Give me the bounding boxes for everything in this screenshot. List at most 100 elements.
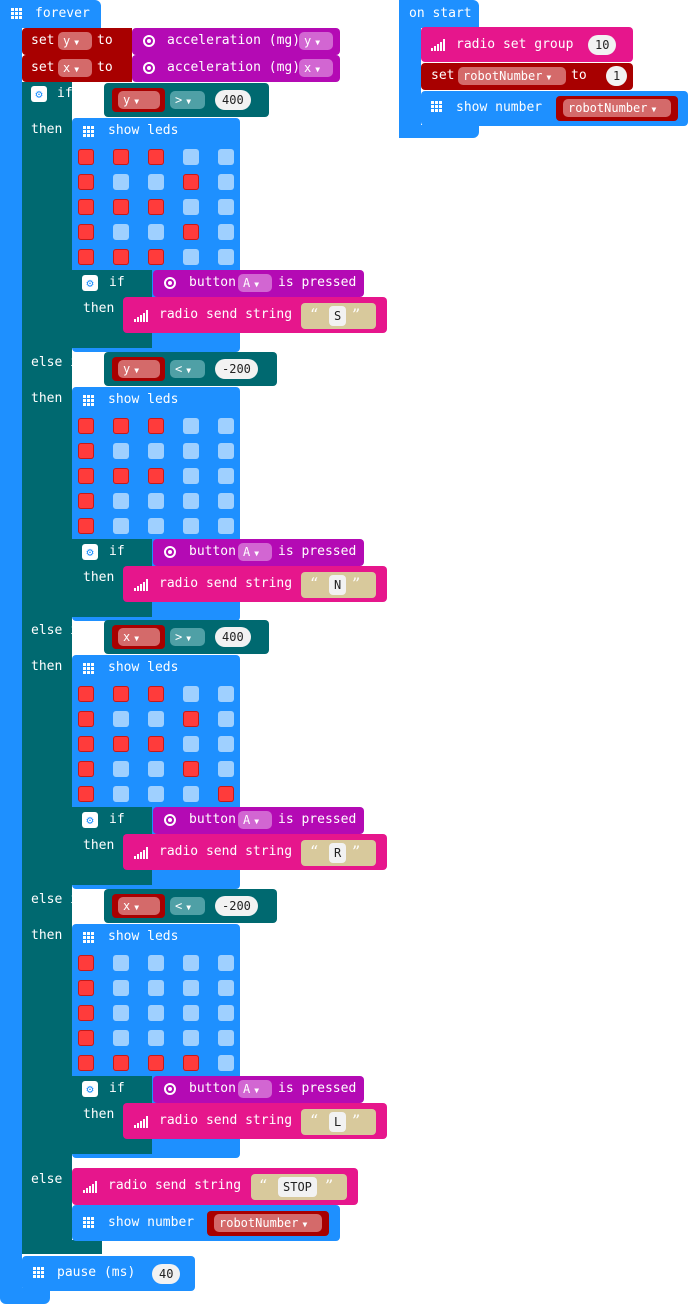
led-cell[interactable] (148, 418, 164, 434)
led-cell[interactable] (148, 493, 164, 509)
led-cell[interactable] (183, 955, 199, 971)
led-cell[interactable] (183, 493, 199, 509)
led-cell[interactable] (113, 443, 129, 459)
gear-icon[interactable]: ⚙ (82, 544, 98, 560)
led-cell[interactable] (148, 1030, 164, 1046)
compare-value-input[interactable]: 400 (215, 90, 251, 110)
led-cell[interactable] (148, 980, 164, 996)
led-cell[interactable] (78, 443, 94, 459)
led-cell[interactable] (218, 174, 234, 190)
led-cell[interactable] (183, 736, 199, 752)
led-cell[interactable] (183, 711, 199, 727)
axis-dropdown[interactable]: x▼ (299, 59, 333, 77)
variable-dropdown[interactable]: robotNumber▼ (563, 99, 671, 117)
led-cell[interactable] (78, 199, 94, 215)
led-cell[interactable] (183, 418, 199, 434)
string-input[interactable]: L (329, 1112, 347, 1132)
led-cell[interactable] (113, 249, 129, 265)
pause-value-input[interactable]: 40 (152, 1264, 181, 1284)
button-dropdown[interactable]: A▼ (238, 811, 272, 829)
led-cell[interactable] (218, 149, 234, 165)
led-cell[interactable] (218, 468, 234, 484)
variable-dropdown[interactable]: robotNumber▼ (458, 67, 566, 85)
led-cell[interactable] (218, 736, 234, 752)
led-cell[interactable] (148, 174, 164, 190)
led-cell[interactable] (148, 955, 164, 971)
led-cell[interactable] (218, 686, 234, 702)
led-cell[interactable] (218, 418, 234, 434)
led-cell[interactable] (148, 249, 164, 265)
led-cell[interactable] (148, 786, 164, 802)
led-cell[interactable] (218, 518, 234, 534)
button-dropdown[interactable]: A▼ (238, 1080, 272, 1098)
led-cell[interactable] (218, 761, 234, 777)
led-cell[interactable] (78, 493, 94, 509)
led-cell[interactable] (148, 761, 164, 777)
led-cell[interactable] (78, 711, 94, 727)
led-cell[interactable] (113, 1055, 129, 1071)
string-input[interactable]: S (329, 306, 347, 326)
led-cell[interactable] (113, 711, 129, 727)
led-cell[interactable] (78, 518, 94, 534)
variable-dropdown[interactable]: x▼ (118, 628, 160, 646)
led-cell[interactable] (183, 199, 199, 215)
led-cell[interactable] (183, 249, 199, 265)
led-cell[interactable] (78, 174, 94, 190)
led-cell[interactable] (148, 711, 164, 727)
led-cell[interactable] (148, 468, 164, 484)
led-cell[interactable] (218, 1005, 234, 1021)
operator-dropdown[interactable]: <▼ (170, 897, 205, 915)
led-cell[interactable] (183, 761, 199, 777)
led-cell[interactable] (148, 199, 164, 215)
led-cell[interactable] (113, 980, 129, 996)
operator-dropdown[interactable]: <▼ (170, 360, 205, 378)
led-cell[interactable] (183, 468, 199, 484)
led-cell[interactable] (113, 224, 129, 240)
led-cell[interactable] (78, 1055, 94, 1071)
group-value-input[interactable]: 10 (588, 35, 617, 55)
var-value-input[interactable]: 1 (606, 66, 628, 86)
led-cell[interactable] (218, 199, 234, 215)
led-cell[interactable] (113, 468, 129, 484)
led-cell[interactable] (113, 174, 129, 190)
led-cell[interactable] (78, 468, 94, 484)
led-cell[interactable] (113, 1005, 129, 1021)
led-cell[interactable] (218, 711, 234, 727)
axis-dropdown[interactable]: y▼ (299, 32, 333, 50)
led-cell[interactable] (183, 980, 199, 996)
led-cell[interactable] (218, 1030, 234, 1046)
led-cell[interactable] (78, 980, 94, 996)
led-cell[interactable] (113, 761, 129, 777)
variable-dropdown[interactable]: x▼ (58, 59, 92, 77)
led-cell[interactable] (183, 518, 199, 534)
led-cell[interactable] (183, 149, 199, 165)
led-cell[interactable] (218, 1055, 234, 1071)
led-cell[interactable] (113, 955, 129, 971)
led-cell[interactable] (148, 1055, 164, 1071)
compare-value-input[interactable]: -200 (215, 359, 258, 379)
led-cell[interactable] (218, 224, 234, 240)
led-cell[interactable] (113, 1030, 129, 1046)
led-cell[interactable] (78, 249, 94, 265)
led-cell[interactable] (218, 443, 234, 459)
led-cell[interactable] (148, 736, 164, 752)
gear-icon[interactable]: ⚙ (82, 1081, 98, 1097)
led-cell[interactable] (113, 199, 129, 215)
led-cell[interactable] (183, 224, 199, 240)
string-input[interactable]: R (329, 843, 347, 863)
operator-dropdown[interactable]: >▼ (170, 91, 205, 109)
led-cell[interactable] (113, 149, 129, 165)
led-cell[interactable] (148, 443, 164, 459)
variable-dropdown[interactable]: y▼ (118, 360, 160, 378)
gear-icon[interactable]: ⚙ (82, 275, 98, 291)
led-cell[interactable] (113, 518, 129, 534)
led-cell[interactable] (78, 761, 94, 777)
operator-dropdown[interactable]: >▼ (170, 628, 205, 646)
led-cell[interactable] (148, 518, 164, 534)
led-cell[interactable] (183, 1030, 199, 1046)
variable-dropdown[interactable]: y▼ (58, 32, 92, 50)
button-dropdown[interactable]: A▼ (238, 543, 272, 561)
led-cell[interactable] (183, 1055, 199, 1071)
led-cell[interactable] (78, 224, 94, 240)
led-cell[interactable] (78, 1030, 94, 1046)
